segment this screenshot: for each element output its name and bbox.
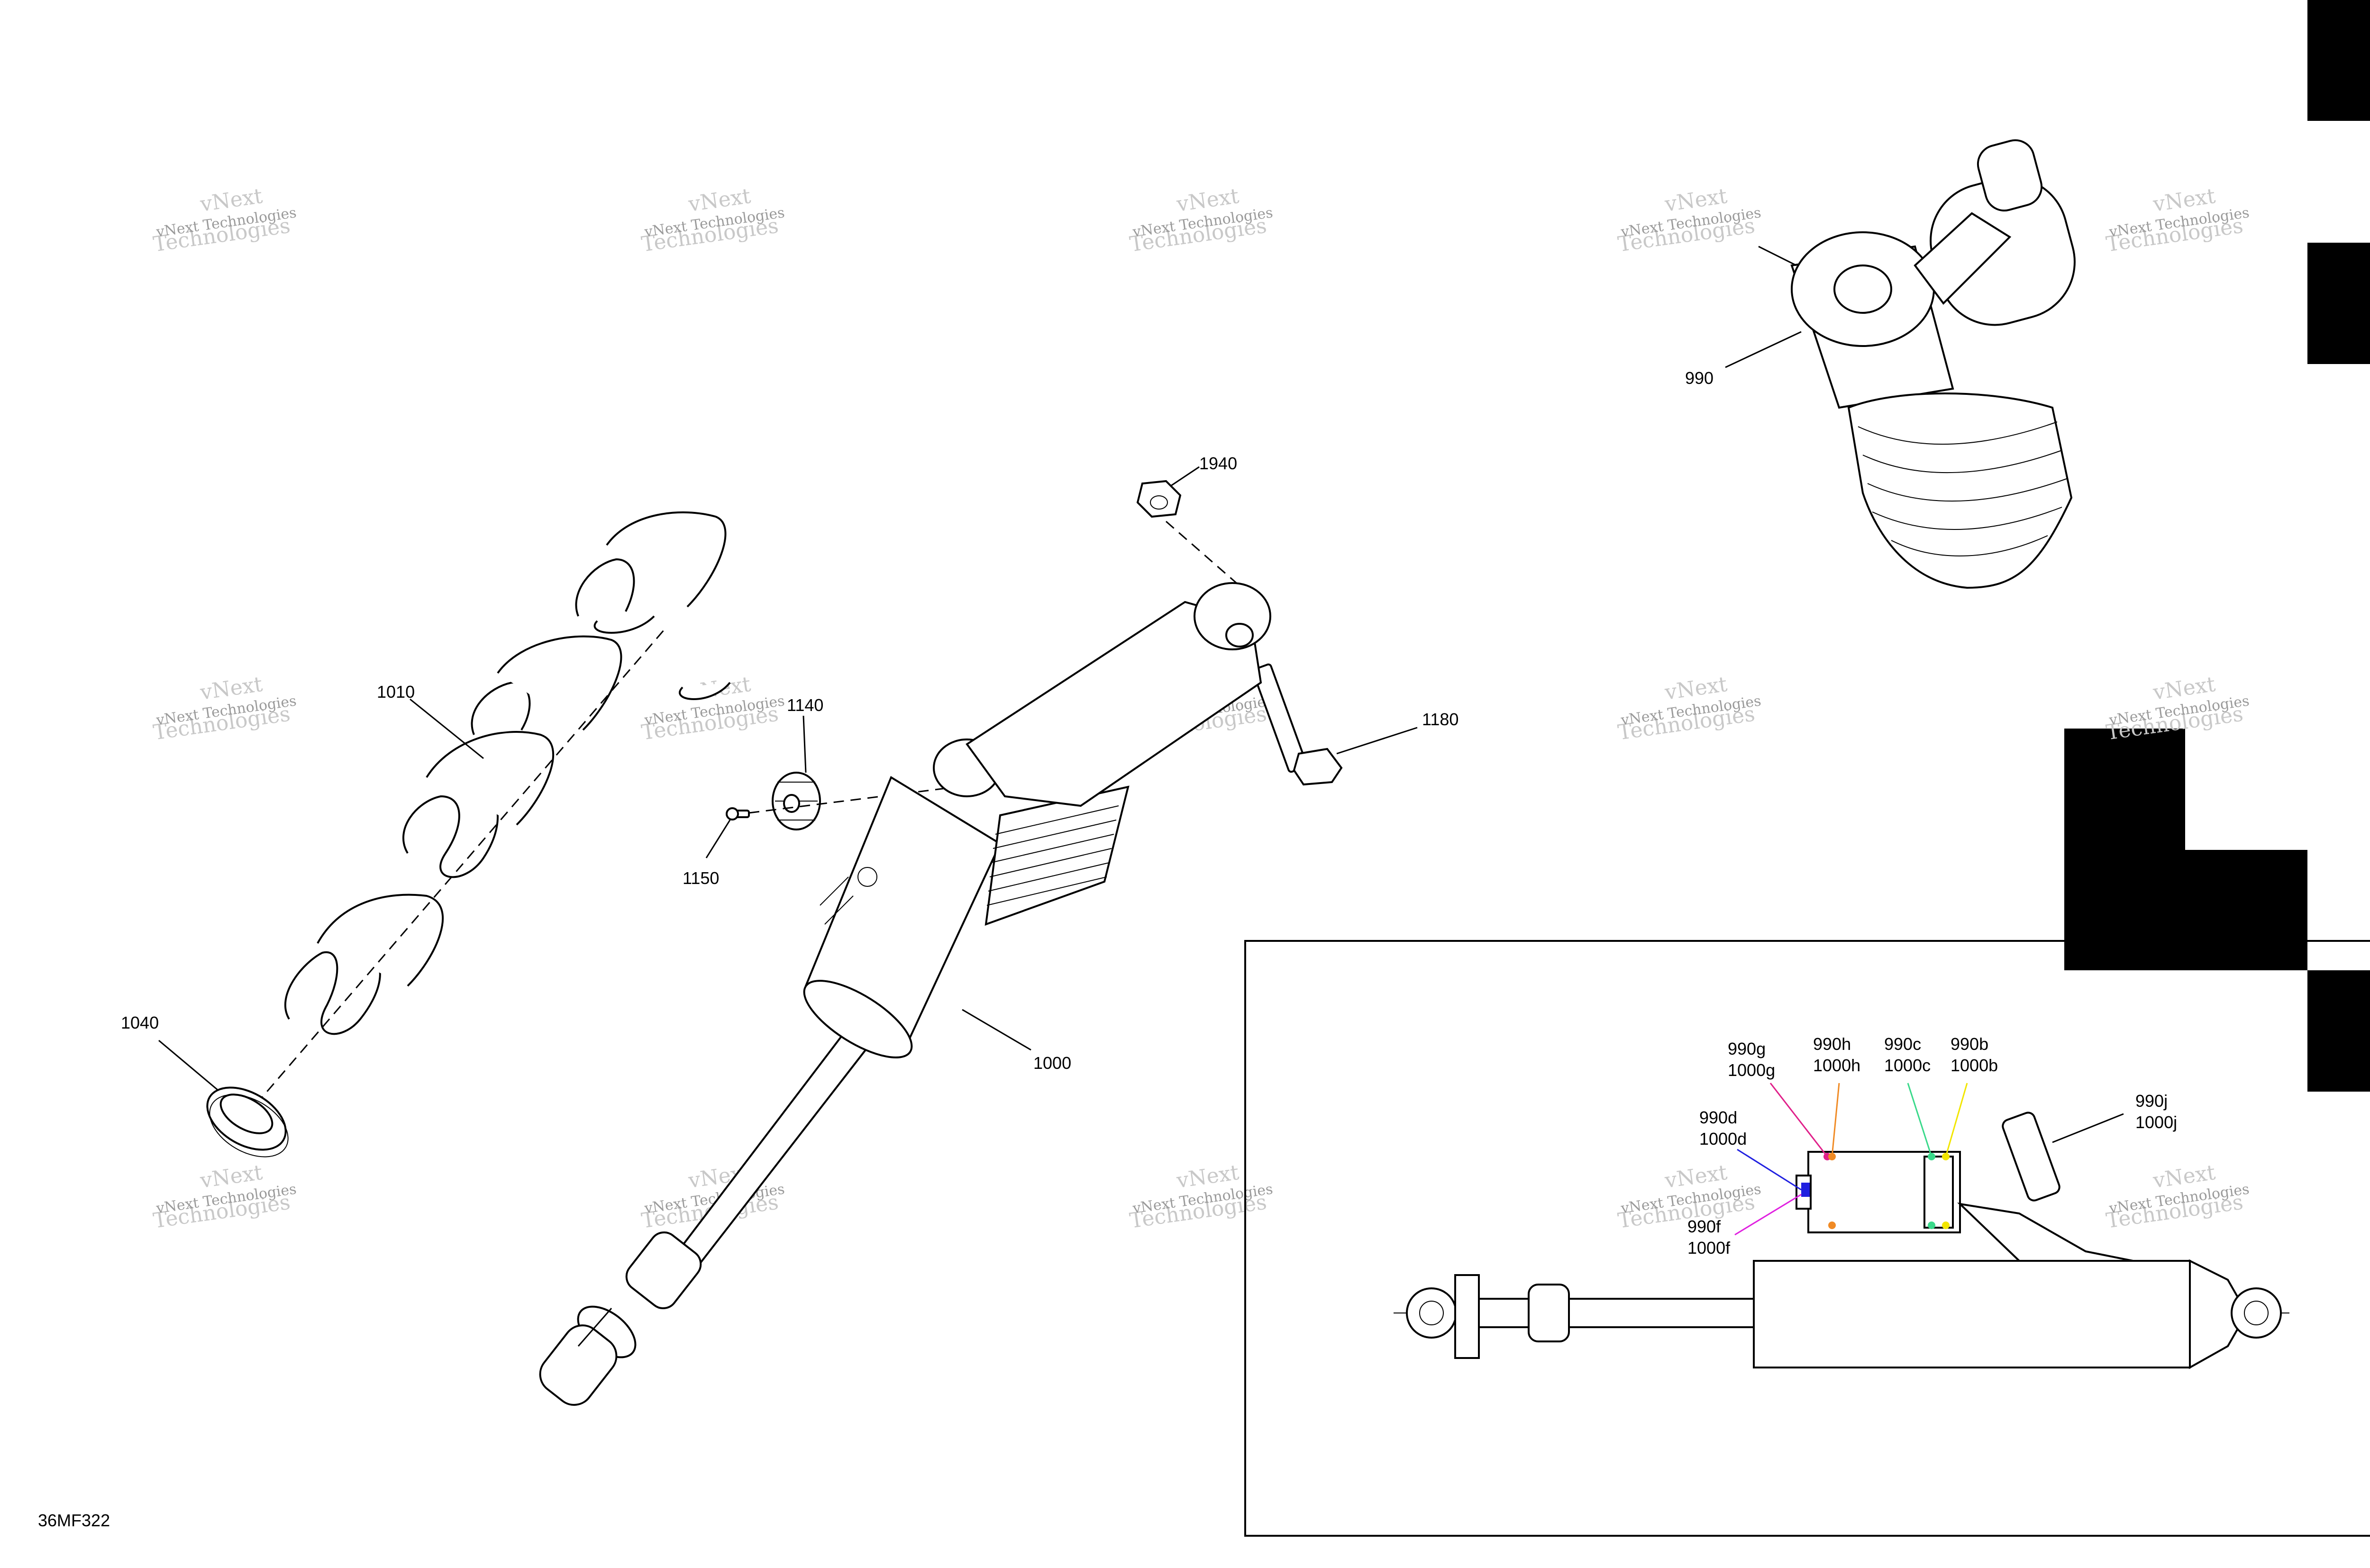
shock-lower-eyelet: [539, 1324, 618, 1406]
shock-body-end: [803, 980, 913, 1058]
detail-frame: [1244, 940, 2370, 1537]
detail-reservoir-piston: [1923, 1156, 1954, 1229]
watermark: Technologies vNext vNext Technologies: [2105, 672, 2251, 745]
shock-shaft: [662, 1032, 869, 1281]
watermark: Technologies vNext vNext Technologies: [152, 1160, 298, 1233]
watermark: Technologies vNext vNext Technologies: [2105, 184, 2251, 257]
leader-d: [1737, 1149, 1802, 1191]
part-1180-bolt: [1252, 663, 1343, 786]
shock-gear-logo: [857, 867, 877, 887]
edge-tab-2: [2307, 243, 2370, 364]
leader-j: [2052, 1113, 2124, 1143]
overview-reservoir-cap: [1977, 139, 2043, 212]
shock-upper-eyelet-hole: [1225, 623, 1254, 647]
detail-adjuster: [2002, 1112, 2060, 1202]
axis-line-1150: [748, 786, 958, 814]
detail-shaft: [1478, 1298, 1783, 1328]
edge-tabs: [2064, 0, 2370, 1092]
detail-body: [1753, 1260, 2191, 1368]
shock-shaft-bumper: [625, 1231, 702, 1309]
leader-g: [1769, 1083, 1828, 1157]
detail-left-eyelet: [1406, 1287, 1457, 1339]
callout-1940: 1940: [1199, 454, 1237, 473]
watermark: Technologies vNext vNext Technologies: [1128, 1160, 1274, 1233]
leader-f: [1734, 1194, 1802, 1236]
detail-left-mount: [1454, 1274, 1480, 1359]
label-990j: 990j: [2135, 1091, 2168, 1111]
detail-section: 990g 1000g 990h 1000h 990c 1000c 990b 10…: [1244, 940, 2370, 1537]
shock-threaded-section: [984, 785, 1130, 926]
detail-bumper: [1528, 1284, 1570, 1342]
shock-piggyback-arm: [966, 601, 1262, 807]
watermark: Technologies vNext vNext Technologies: [640, 184, 786, 257]
label-1000f: 1000f: [1687, 1238, 1731, 1258]
watermark: Technologies vNext vNext Technologies: [1616, 672, 1762, 745]
callout-leader-1010: [410, 698, 484, 759]
label-990d: 990d: [1699, 1108, 1737, 1127]
callout-leader-990: [1725, 331, 1802, 368]
watermark: Technologies vNext vNext Technologies: [1128, 184, 1274, 257]
part-1150-screw: [726, 807, 750, 820]
leader-c: [1907, 1083, 1932, 1157]
part-1040-retainer: [206, 1086, 289, 1158]
label-990h: 990h: [1813, 1034, 1851, 1054]
watermark: Technologies vNext vNext Technologies: [2105, 1160, 2251, 1233]
callout-leader-1140: [802, 715, 807, 773]
watermark: Technologies vNext vNext Technologies: [1616, 184, 1762, 257]
overview-eyelet: [1833, 264, 1892, 314]
label-1000h: 1000h: [1813, 1056, 1860, 1075]
callout-leader-1180: [1336, 727, 1418, 755]
callout-1150: 1150: [683, 868, 719, 888]
watermark: Technologies vNext vNext Technologies: [152, 672, 298, 745]
edge-tab-1: [2307, 0, 2370, 121]
watermark: Technologies vNext vNext Technologies: [152, 184, 298, 257]
part-1940-nut: [1136, 480, 1182, 518]
diagram-code: 36MF322: [38, 1511, 110, 1530]
watermark: Technologies vNext vNext Technologies: [640, 672, 786, 745]
callout-1010: 1010: [377, 682, 415, 702]
marker-h-lower: [1828, 1222, 1836, 1229]
label-1000j: 1000j: [2135, 1112, 2177, 1132]
part-1010-spring: [284, 511, 731, 1035]
label-990f: 990f: [1687, 1217, 1721, 1236]
callout-1000: 1000: [1033, 1053, 1071, 1073]
callout-leader-1000: [962, 1009, 1031, 1051]
leader-b: [1945, 1083, 1968, 1157]
leader-h: [1831, 1083, 1840, 1157]
part-1000-shock: [539, 582, 1271, 1406]
axis-line-1940: [1166, 520, 1242, 589]
detail-reservoir-bridge: [1957, 1203, 2133, 1262]
detail-right-eyelet: [2231, 1287, 2282, 1339]
overview-adjuster-rod: [1758, 246, 1797, 266]
edge-tab-3: [2064, 729, 2307, 970]
callout-leader-1940: [1170, 466, 1200, 487]
overview-spring-coils: [1858, 421, 2067, 556]
callout-leader-1040: [158, 1039, 219, 1091]
label-1000b: 1000b: [1951, 1056, 1998, 1075]
part-1140-knob: [772, 772, 821, 830]
label-990c: 990c: [1884, 1034, 1921, 1054]
callout-990: 990: [1685, 368, 1714, 388]
marker-d: [1801, 1183, 1810, 1197]
label-1000c: 1000c: [1884, 1056, 1931, 1075]
edge-tab-4: [2307, 970, 2370, 1092]
overview-spring: [1847, 392, 2073, 589]
overview-arm: [1914, 212, 2012, 305]
shock-logo: [820, 876, 854, 925]
label-1000d: 1000d: [1699, 1129, 1747, 1149]
callout-1140: 1140: [787, 695, 823, 715]
callout-leader-1150: [705, 820, 731, 858]
callout-1040: 1040: [121, 1013, 159, 1032]
detail-cutaway-shock: [1394, 1112, 2289, 1369]
axis-line-1010: [255, 630, 665, 1105]
label-990g: 990g: [1728, 1039, 1766, 1058]
label-990b: 990b: [1951, 1034, 1988, 1054]
marker-b-lower: [1942, 1222, 1950, 1229]
label-1000g: 1000g: [1728, 1060, 1775, 1080]
exploded-view: 1940 1180 1010: [121, 454, 1458, 1406]
callout-1180: 1180: [1422, 710, 1458, 729]
marker-c-lower: [1928, 1222, 1935, 1229]
shock-assembly-overview: 990: [1685, 139, 2076, 589]
